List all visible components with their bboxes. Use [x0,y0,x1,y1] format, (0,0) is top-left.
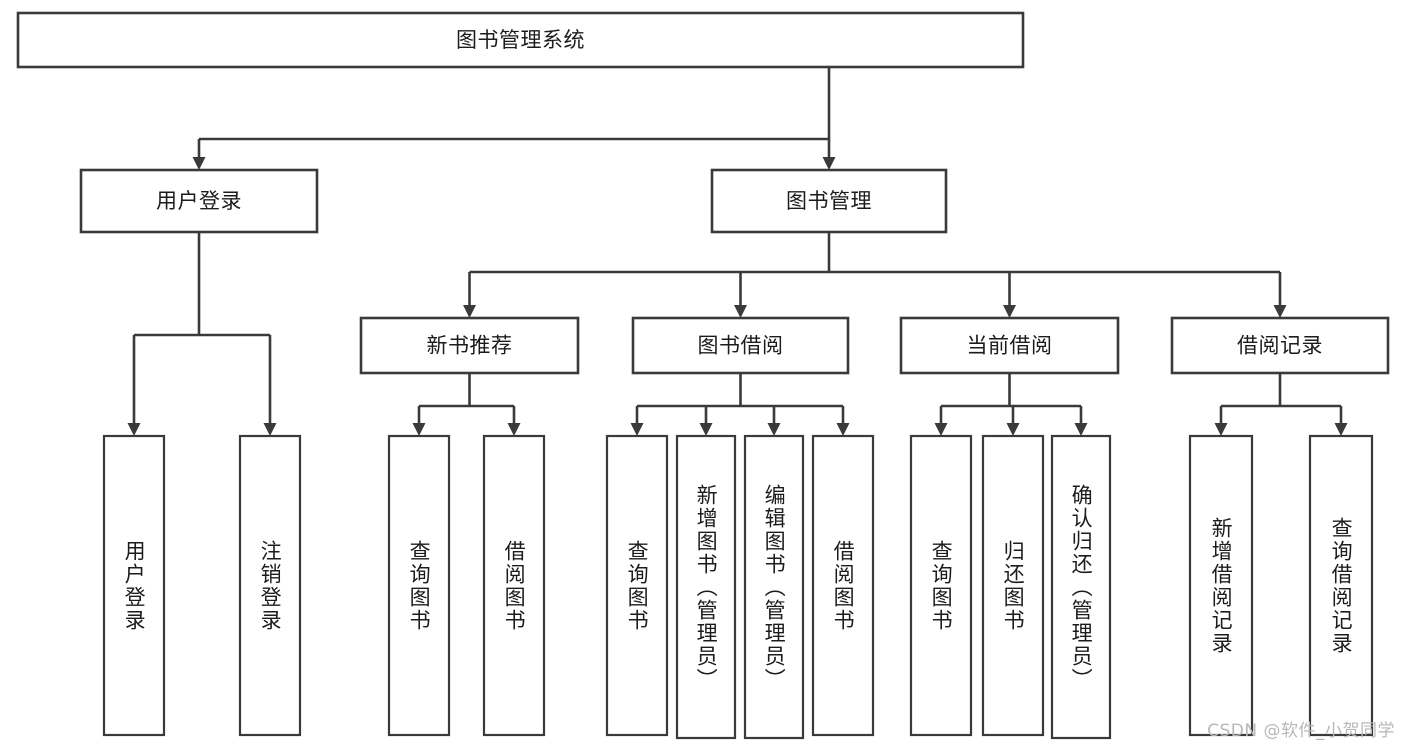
user-login-to-leaf-1-head [263,423,277,436]
level3-2-to-leaf-2-head [1074,423,1088,436]
level3-node-0[interactable]: 新书推荐 [359,316,580,375]
leaf-node-10-rect [1050,434,1112,740]
level3-0-to-leaf-0-head [412,423,426,436]
level3-node-3[interactable]: 借阅记录 [1170,316,1390,375]
leaf-node-9[interactable] [981,434,1045,737]
level3-node-3-rect [1170,316,1390,375]
level3-0-to-leaf-1-head [507,423,521,436]
level3-node-1-label: 图书借阅 [698,334,784,358]
level2-node-0-rect [79,168,319,234]
level3-1-to-leaf-3-head [836,423,850,436]
leaf-node-5[interactable] [675,434,737,740]
book-mgmt-to-level3-2-head [1003,305,1016,318]
level3-node-0-label: 新书推荐 [427,334,513,358]
leaf-node-2[interactable] [387,434,451,737]
book-mgmt-to-level3-3-head [1273,305,1287,318]
book-mgmt-to-level3-0-head [463,305,476,318]
level3-node-1-rect [631,316,850,375]
user-login-to-leaf-0-head [127,423,141,436]
leaf-node-3[interactable] [482,434,546,737]
leaf-node-0-rect [102,434,166,737]
root-node-图书管理系统-label: 图书管理系统 [456,28,585,52]
leaf-node-2-rect [387,434,451,737]
leaf-node-11[interactable] [1188,434,1254,737]
leaf-node-6-rect [743,434,805,740]
leaf-node-7[interactable] [811,434,875,737]
level3-node-2-label: 当前借阅 [967,334,1053,358]
leaf-node-5-rect [675,434,737,740]
leaf-node-1[interactable] [238,434,302,737]
level2-node-1[interactable]: 图书管理 [710,168,948,234]
level3-1-to-leaf-1-head [699,423,713,436]
level3-3-to-leaf-0-head [1214,423,1228,436]
leaf-node-4[interactable] [605,434,669,737]
book-mgmt-to-level3-1-head [734,305,747,318]
level3-3-to-leaf-1-head [1334,423,1348,436]
root-node-图书管理系统[interactable]: 图书管理系统 [16,11,1025,69]
level2-node-1-label: 图书管理 [786,189,872,213]
leaf-node-7-rect [811,434,875,737]
level3-node-3-label: 借阅记录 [1237,334,1323,358]
level3-1-to-leaf-0-head [630,423,644,436]
leaf-node-8[interactable] [909,434,973,737]
level3-1-to-leaf-2-head [767,423,781,436]
root-node-图书管理系统-rect [16,11,1025,69]
leaf-node-6[interactable] [743,434,805,740]
leaf-node-12-rect [1308,434,1374,737]
root-to-book-mgmt-head [822,157,836,170]
leaf-node-11-rect [1188,434,1254,737]
level3-node-0-rect [359,316,580,375]
leaf-node-10[interactable] [1050,434,1112,740]
leaf-node-4-rect [605,434,669,737]
level3-node-2-rect [899,316,1120,375]
leaf-node-3-rect [482,434,546,737]
leaf-node-9-rect [981,434,1045,737]
level3-2-to-leaf-0-head [934,423,948,436]
root-to-user-login-head [192,157,206,170]
level3-node-2[interactable]: 当前借阅 [899,316,1120,375]
connector-lines [127,67,1348,436]
csdn-watermark: CSDN @软件_小贺同学 [1207,721,1395,741]
leaf-node-12[interactable] [1308,434,1374,737]
level3-node-1[interactable]: 图书借阅 [631,316,850,375]
level2-node-0-label: 用户登录 [156,189,242,213]
level2-node-0[interactable]: 用户登录 [79,168,319,234]
leaf-node-1-rect [238,434,302,737]
leaf-node-0[interactable] [102,434,166,737]
level2-node-1-rect [710,168,948,234]
leaf-node-8-rect [909,434,973,737]
level3-2-to-leaf-1-head [1006,423,1020,436]
